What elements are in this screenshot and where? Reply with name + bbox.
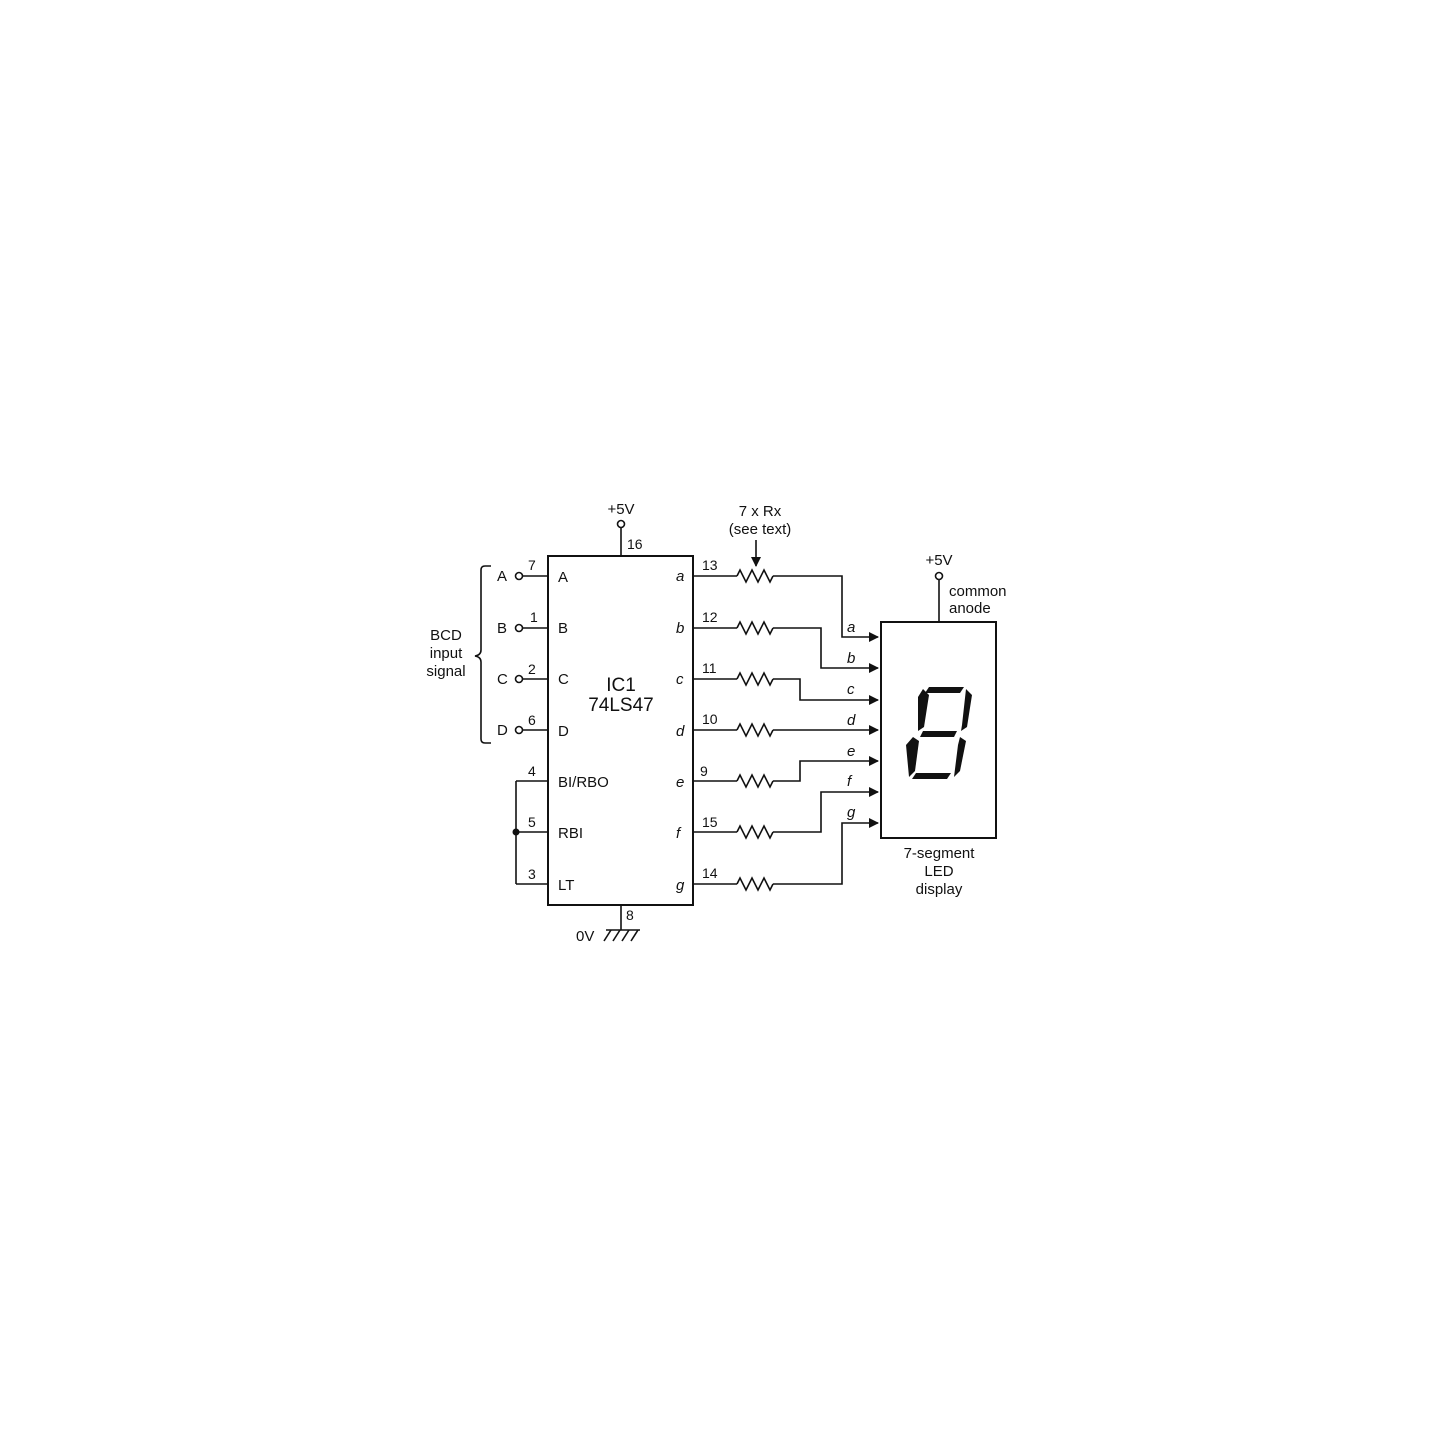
segment-d (912, 773, 951, 779)
ic-input-name-a: A (558, 569, 568, 586)
common-anode-label-line-1: common (949, 583, 1007, 600)
resistor-d (736, 722, 774, 738)
display-caption-line-3: display (916, 881, 963, 898)
output-d: d 10 (676, 711, 879, 740)
pin-number-15: 15 (702, 814, 718, 830)
segment-b (961, 689, 972, 731)
resistor-a (736, 568, 774, 584)
seven-segment-digit (906, 687, 972, 779)
bcd-label-line-1: BCD (430, 627, 462, 644)
input-terminal-c (514, 674, 524, 684)
bcd-label-line-3: signal (426, 663, 465, 680)
bcd-input-c: C 2 C (497, 661, 569, 688)
segment-input-label-b: b (847, 650, 855, 667)
pin-number-12: 12 (702, 609, 718, 625)
terminal-label-a: A (497, 568, 507, 585)
ic-pin-name-bi-rbo: BI/RBO (558, 774, 609, 791)
output-e: e 9 (676, 756, 879, 791)
pin-number-4: 4 (528, 763, 536, 779)
terminal-label-d: D (497, 722, 508, 739)
output-g: g 14 (676, 818, 879, 894)
ic-input-name-b: B (558, 620, 568, 637)
control-pins: 4 5 3 BI/RBO RBI LT (512, 763, 609, 894)
pin-number-11: 11 (702, 660, 717, 676)
ic-vcc-pin-number: 16 (627, 536, 643, 552)
output-a: a 13 (676, 557, 879, 642)
ground-symbol (603, 929, 640, 942)
common-anode-label-line-2: anode (949, 600, 991, 617)
pin-number-7: 7 (528, 557, 536, 573)
segment-input-label-a: a (847, 619, 855, 636)
pin-number-10: 10 (702, 711, 718, 727)
output-f: f 15 (676, 787, 879, 842)
ic-output-name-b: b (676, 620, 684, 637)
resistor-f (736, 824, 774, 840)
ic-output-name-e: e (676, 774, 684, 791)
pin-number-1: 1 (530, 609, 538, 625)
ic-output-name-f: f (676, 825, 682, 842)
pin-number-13: 13 (702, 557, 718, 573)
output-b: b 12 (676, 609, 879, 673)
pin-number-14: 14 (702, 865, 718, 881)
bcd-label-line-2: input (430, 645, 463, 662)
segment-f (918, 689, 929, 731)
segment-input-label-c: c (847, 681, 855, 698)
display-caption-line-1: 7-segment (904, 845, 976, 862)
ic-output-name-a: a (676, 568, 684, 585)
pin-number-2: 2 (528, 661, 536, 677)
pin-number-6: 6 (528, 712, 536, 728)
bcd-input-a: A 7 A (497, 557, 568, 586)
ic-gnd-pin-number: 8 (626, 907, 634, 923)
led-display-body (880, 621, 997, 839)
display-anode-terminal (934, 571, 944, 581)
ic-pin-name-rbi: RBI (558, 825, 583, 842)
resistor-e (736, 773, 774, 789)
segment-e (906, 737, 919, 777)
ic-output-name-g: g (676, 877, 685, 894)
terminal-label-c: C (497, 671, 508, 688)
resistors-label-line-1: 7 x Rx (739, 503, 782, 520)
ic-output-name-c: c (676, 671, 684, 688)
segment-a (925, 687, 964, 693)
ic1-body (547, 555, 694, 906)
pin-number-9: 9 (700, 763, 708, 779)
ic-output-name-d: d (676, 723, 685, 740)
ic-pin-name-lt: LT (558, 877, 574, 894)
junction-dot (512, 828, 520, 836)
segment-input-label-d: d (847, 712, 856, 729)
ic1-name: IC1 (606, 675, 636, 696)
resistors-label-line-2: (see text) (729, 521, 792, 538)
ic1-part-number: 74LS47 (588, 695, 654, 716)
input-terminal-d (514, 725, 524, 735)
resistor-c (736, 671, 774, 687)
ic-input-name-d: D (558, 723, 569, 740)
ic-vcc-terminal (616, 519, 626, 529)
segment-g (920, 731, 957, 737)
segment-input-label-e: e (847, 743, 855, 760)
input-terminal-b (514, 623, 524, 633)
resistor-g (736, 876, 774, 892)
pin-number-5: 5 (528, 814, 536, 830)
segment-c (954, 737, 966, 777)
display-supply-label: +5V (925, 552, 952, 569)
output-c: c 11 (676, 660, 879, 705)
ic-vcc-label: +5V (607, 501, 634, 518)
pin-number-3: 3 (528, 866, 536, 882)
input-terminal-a (514, 571, 524, 581)
display-caption-line-2: LED (924, 863, 953, 880)
bcd-input-d: D 6 D (497, 712, 569, 740)
bcd-input-b: B 1 B (497, 609, 568, 637)
ic-gnd-label: 0V (576, 928, 594, 945)
segment-input-label-f: f (847, 773, 853, 790)
resistor-b (736, 620, 774, 636)
bcd-brace (474, 565, 491, 744)
ic-input-name-c: C (558, 671, 569, 688)
terminal-label-b: B (497, 620, 507, 637)
segment-input-label-g: g (847, 804, 856, 821)
